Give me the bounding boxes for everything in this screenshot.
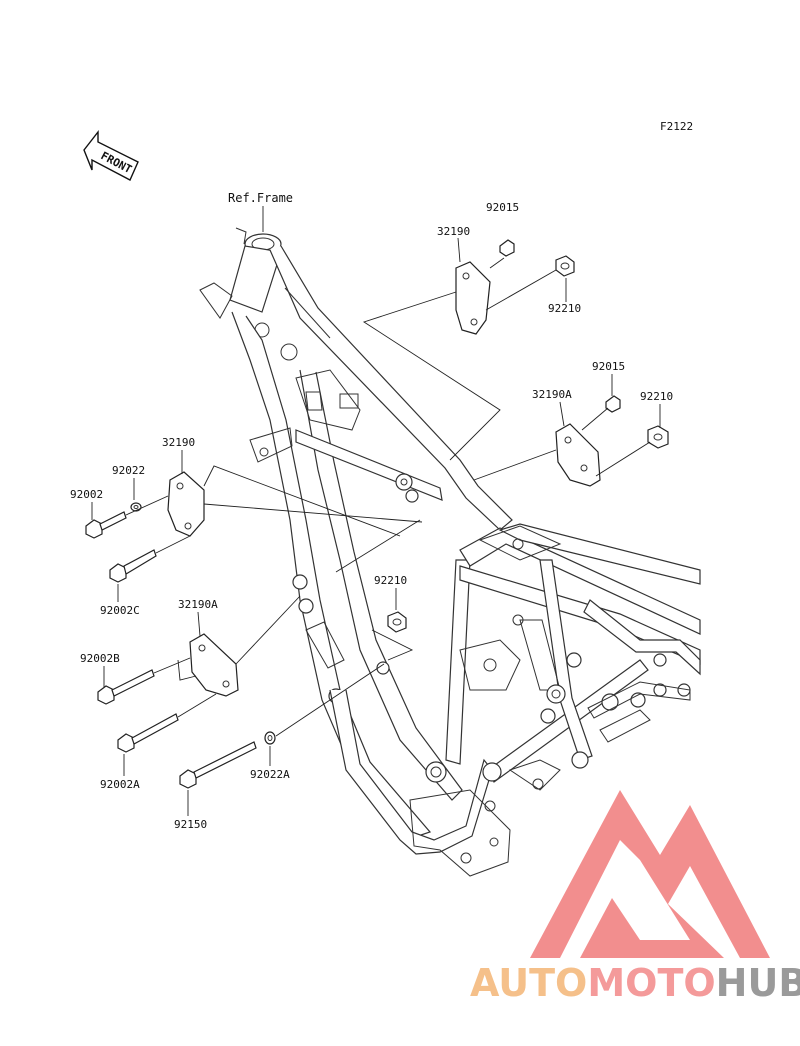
figure-code: F2122	[660, 120, 693, 133]
bolt-92002B	[97, 669, 155, 705]
label-32190A-right: 32190A	[532, 388, 572, 401]
engine-bracket-32190-left	[167, 471, 205, 537]
nut-92015-right	[605, 395, 621, 413]
label-92015-upper: 92015	[486, 201, 519, 214]
engine-bracket-32190-upper	[455, 261, 491, 335]
washer-92022	[130, 502, 142, 512]
bolt-92002	[85, 511, 127, 539]
label-92002: 92002	[70, 488, 103, 501]
label-92210-upper: 92210	[548, 302, 581, 315]
label-92015-right: 92015	[592, 360, 625, 373]
bolt-92150	[179, 741, 257, 789]
front-arrow-icon: FRONT	[83, 129, 139, 181]
watermark-text: AUTOMOTOHUB	[470, 961, 800, 1005]
automotohub-logo-icon	[530, 790, 770, 958]
engine-bracket-32190A-right	[555, 423, 601, 487]
reference-frame-label: Ref.Frame	[228, 191, 293, 205]
nut-92210-right	[647, 425, 669, 449]
nut-92015-upper	[499, 239, 515, 257]
washer-92022A	[264, 731, 276, 745]
engine-bracket-32190A-left	[189, 633, 239, 697]
label-92002B: 92002B	[80, 652, 120, 665]
label-92022: 92022	[112, 464, 145, 477]
label-32190-upper: 32190	[437, 225, 470, 238]
label-32190-left: 32190	[162, 436, 195, 449]
label-32190A-left: 32190A	[178, 598, 218, 611]
label-92210-right: 92210	[640, 390, 673, 403]
bolt-92002A	[117, 713, 179, 753]
nut-92210-upper	[555, 255, 575, 277]
watermark-hub: HUB	[716, 961, 800, 1005]
bolt-92002C	[109, 549, 157, 583]
label-92022A: 92022A	[250, 768, 290, 781]
watermark-moto: MOTO	[587, 961, 715, 1005]
label-92210-center: 92210	[374, 574, 407, 587]
label-92002C: 92002C	[100, 604, 140, 617]
label-92150: 92150	[174, 818, 207, 831]
nut-92210-center	[387, 611, 407, 633]
label-92002A: 92002A	[100, 778, 140, 791]
frame-drawing	[199, 227, 701, 877]
watermark-auto: AUTO	[470, 961, 587, 1005]
